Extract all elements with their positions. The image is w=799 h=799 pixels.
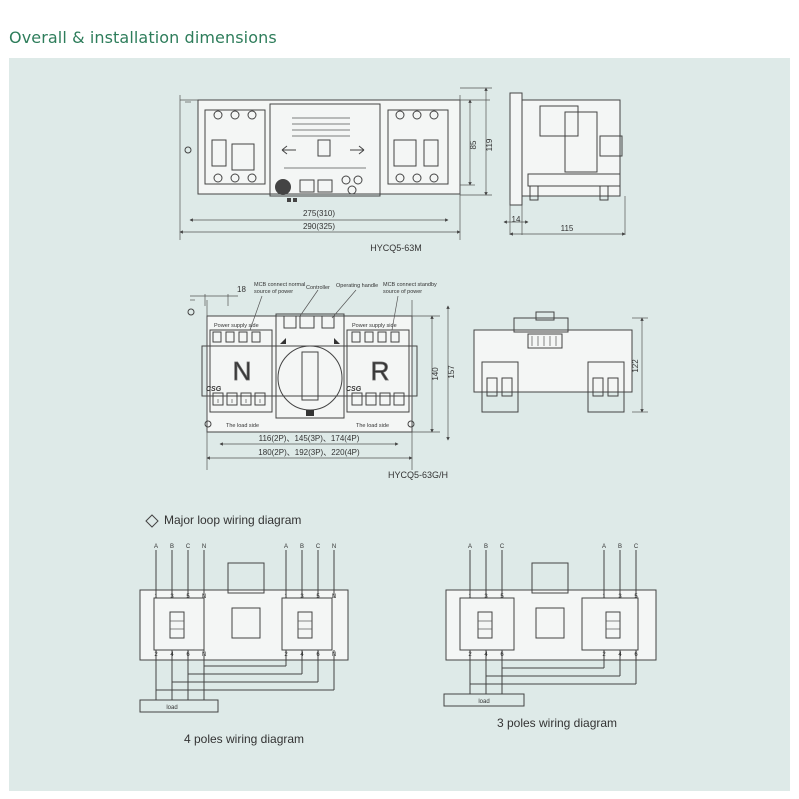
gh-letter-n: N — [233, 356, 252, 386]
3p-phase-c-left: C — [500, 544, 505, 550]
gh-label-mcb-standby-2: source of power — [383, 289, 422, 295]
gh-dim-width-inner: 116(2P)、145(3P)、174(4P) — [259, 434, 360, 443]
gh-label-mcb-normal-1: MCB connect normal — [254, 282, 305, 288]
3p-top-1-left: 1 — [468, 594, 472, 600]
3p-bottom-2-left: 2 — [468, 652, 472, 658]
diamond-icon — [145, 514, 159, 528]
4p-bottom-2-right: 2 — [284, 652, 288, 658]
3p-phase-a-right: A — [602, 544, 606, 550]
m-side-view — [503, 92, 626, 236]
3p-bottom-2-right: 2 — [602, 652, 606, 658]
m-dim-85: 85 — [469, 140, 478, 149]
3p-caption: 3 poles wiring diagram — [497, 716, 617, 730]
4p-phase-n-right: N — [332, 544, 336, 550]
gh-brand-left: CSG — [206, 386, 222, 393]
4p-caption: 4 poles wiring diagram — [184, 732, 304, 746]
4p-top-1-right: 1 — [284, 594, 288, 600]
4p-phase-c-left: C — [186, 544, 191, 550]
4p-top-n-left: N — [202, 594, 206, 600]
3p-top-3-right: 3 — [618, 594, 622, 600]
4p-bottom-6-left: 6 — [186, 652, 190, 658]
4p-load-label: load — [166, 705, 177, 711]
gh-power-supply-right: Power supply side — [352, 323, 397, 329]
four-pole-diagram — [139, 550, 349, 713]
3p-bottom-6-right: 6 — [634, 652, 638, 658]
gh-model-label: HYCQ5-63G/H — [388, 470, 448, 480]
3p-top-5-right: 5 — [634, 594, 638, 600]
4p-bottom-6-right: 6 — [316, 652, 320, 658]
3p-top-3-left: 3 — [484, 594, 488, 600]
gh-label-operating-handle: Operating handle — [336, 283, 378, 289]
gh-front-view — [187, 289, 450, 470]
gh-dim-140: 140 — [431, 367, 440, 381]
4p-phase-b-left: B — [170, 544, 174, 550]
3p-load-label: load — [478, 699, 489, 705]
m-dim-115: 115 — [561, 224, 574, 233]
4p-phase-n-left: N — [202, 544, 206, 550]
gh-dim-18: 18 — [237, 285, 246, 294]
gh-label-controller: Controller — [306, 285, 330, 291]
3p-bottom-4-right: 4 — [618, 652, 622, 658]
gh-power-supply-left: Power supply side — [214, 323, 259, 329]
4p-bottom-2-left: 2 — [154, 652, 158, 658]
3p-top-1-right: 1 — [602, 594, 606, 600]
3p-phase-b-right: B — [618, 544, 622, 550]
gh-label-mcb-standby-1: MCB connect standby — [383, 282, 437, 288]
4p-top-3-right: 3 — [300, 594, 304, 600]
3p-bottom-6-left: 6 — [500, 652, 504, 658]
4p-top-1-left: 1 — [154, 594, 158, 600]
gh-dim-157: 157 — [447, 365, 456, 379]
4p-top-3-left: 3 — [170, 594, 174, 600]
3p-phase-c-right: C — [634, 544, 639, 550]
m-dim-14: 14 — [512, 215, 521, 224]
gh-brand-right: CSG — [346, 386, 362, 393]
m-dim-width-outer: 290(325) — [303, 222, 335, 231]
page-title: Overall & installation dimensions — [9, 28, 277, 47]
m-dim-119: 119 — [485, 138, 494, 151]
4p-phase-a-right: A — [284, 544, 288, 550]
gh-load-side-left: The load side — [226, 423, 259, 429]
gh-load-side-right: The load side — [356, 423, 389, 429]
4p-phase-b-right: B — [300, 544, 304, 550]
4p-bottom-4-right: 4 — [300, 652, 304, 658]
3p-bottom-4-left: 4 — [484, 652, 488, 658]
wiring-section-title: Major loop wiring diagram — [164, 513, 301, 527]
4p-bottom-n-left: N — [202, 652, 206, 658]
3p-phase-a-left: A — [468, 544, 472, 550]
gh-side-view — [473, 311, 648, 413]
4p-bottom-4-left: 4 — [170, 652, 174, 658]
4p-phase-a-left: A — [154, 544, 158, 550]
gh-dim-width-outer: 180(2P)、192(3P)、220(4P) — [258, 448, 360, 457]
m-front-view — [179, 87, 492, 240]
m-model-label: HYCQ5-63M — [370, 243, 422, 253]
4p-phase-c-right: C — [316, 544, 321, 550]
3p-top-5-left: 5 — [500, 594, 504, 600]
three-pole-diagram — [443, 550, 657, 707]
4p-top-n-right: N — [332, 594, 336, 600]
4p-top-5-right: 5 — [316, 594, 320, 600]
gh-label-mcb-normal-2: source of power — [254, 289, 293, 295]
4p-top-5-left: 5 — [186, 594, 190, 600]
gh-letter-r: R — [371, 356, 390, 386]
gh-dim-122: 122 — [631, 359, 640, 373]
4p-bottom-n-right: N — [332, 652, 336, 658]
m-dim-width-inner: 275(310) — [303, 209, 335, 218]
3p-phase-b-left: B — [484, 544, 488, 550]
